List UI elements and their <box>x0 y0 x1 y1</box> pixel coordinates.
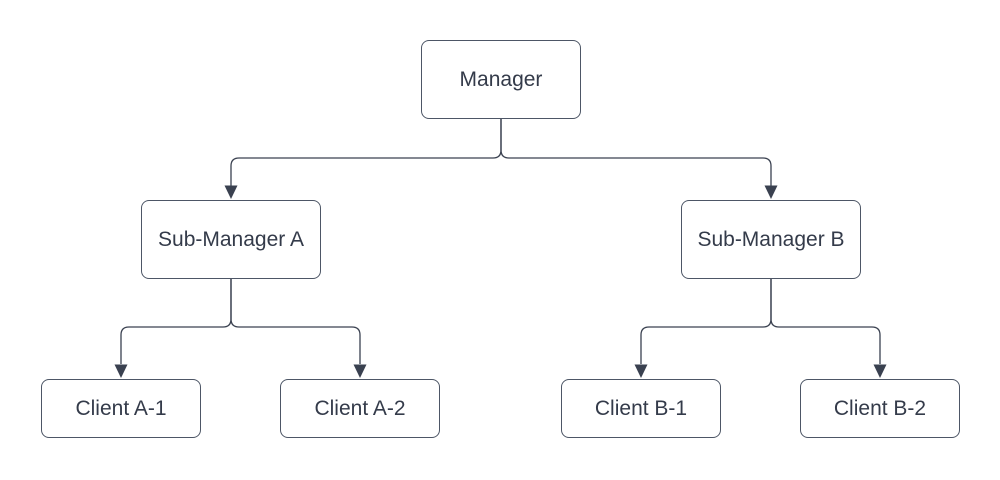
node-manager-label: Manager <box>459 68 543 91</box>
edge-sub-manager-b-to-client-b2 <box>770 279 881 364</box>
edge-sub-manager-b-to-client-b1 <box>640 279 772 364</box>
arrowhead-client-b1 <box>634 364 648 378</box>
node-client-a2[interactable]: Client A-2 <box>280 379 440 438</box>
node-client-b2[interactable]: Client B-2 <box>800 379 960 438</box>
edge-manager-to-sub-manager-a <box>230 119 502 186</box>
arrowhead-sub-manager-a <box>224 185 238 199</box>
edge-sub-manager-a-to-client-a2 <box>230 279 361 364</box>
node-sub-manager-b[interactable]: Sub-Manager B <box>681 200 861 279</box>
arrowhead-client-a2 <box>353 364 367 378</box>
node-client-a1-label: Client A-1 <box>75 397 167 420</box>
node-manager[interactable]: Manager <box>421 40 581 119</box>
node-client-b1[interactable]: Client B-1 <box>561 379 721 438</box>
edge-manager-to-sub-manager-b <box>500 119 772 186</box>
node-sub-manager-a[interactable]: Sub-Manager A <box>141 200 321 279</box>
node-sub-manager-b-label: Sub-Manager B <box>697 228 845 251</box>
arrowhead-client-b2 <box>873 364 887 378</box>
edge-sub-manager-a-to-client-a1 <box>120 279 232 364</box>
node-client-a2-label: Client A-2 <box>314 397 406 420</box>
arrowhead-sub-manager-b <box>764 185 778 199</box>
node-client-a1[interactable]: Client A-1 <box>41 379 201 438</box>
node-sub-manager-a-label: Sub-Manager A <box>158 228 304 251</box>
arrowhead-client-a1 <box>114 364 128 378</box>
node-client-b2-label: Client B-2 <box>833 397 927 420</box>
node-client-b1-label: Client B-1 <box>594 397 688 420</box>
